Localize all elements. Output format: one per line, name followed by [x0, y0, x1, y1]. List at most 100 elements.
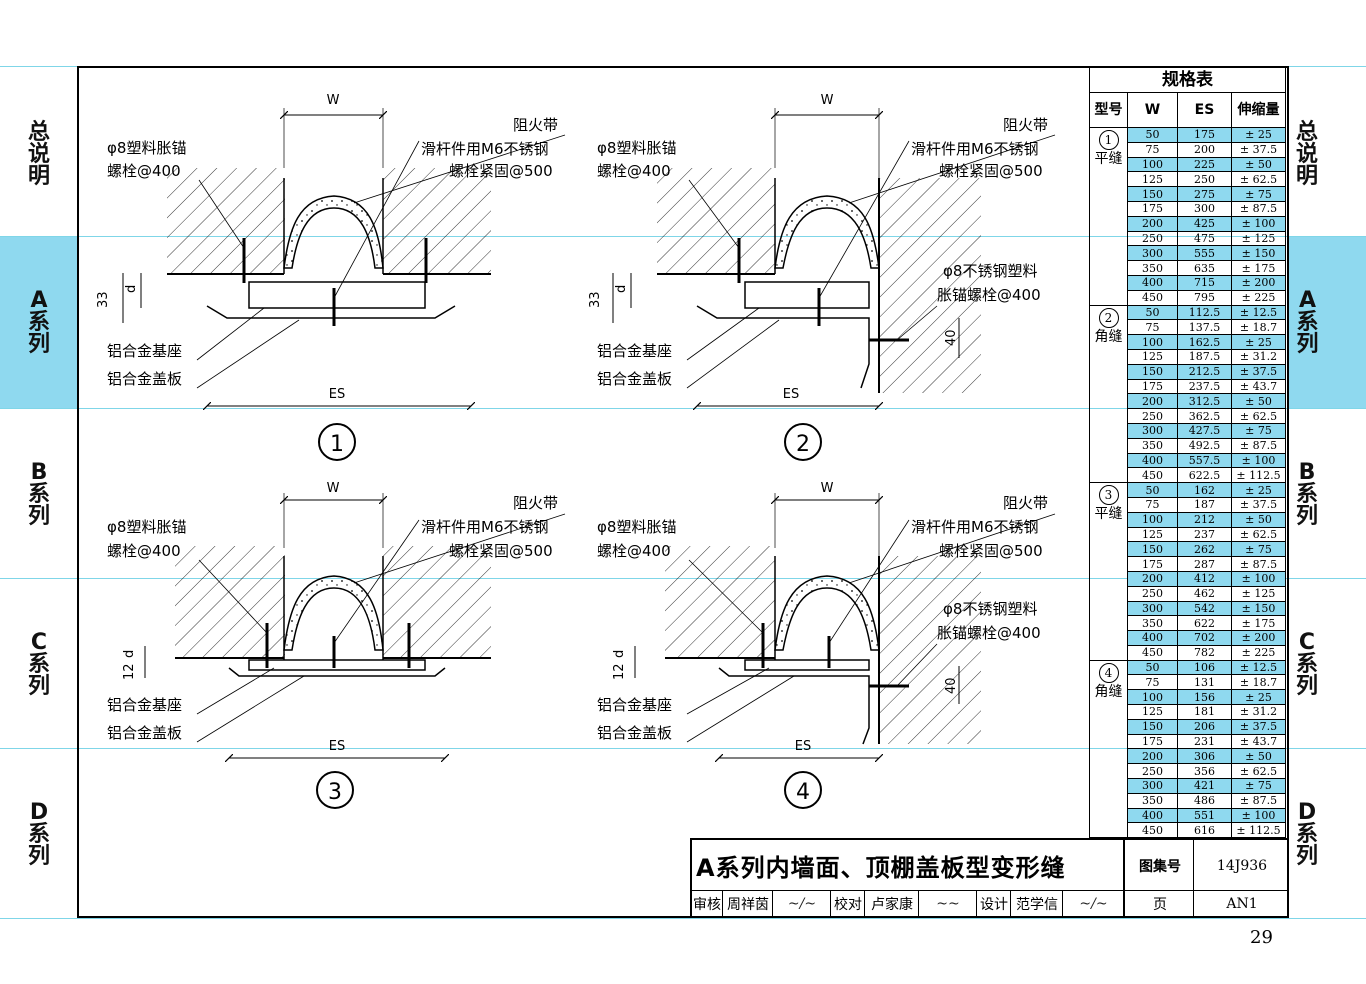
cell-expansion: ± 100 [1231, 215, 1286, 232]
cell-w: 100 [1127, 511, 1178, 528]
leader-line [828, 519, 910, 644]
cell-w: 75 [1127, 319, 1178, 336]
type-name: 平缝 [1094, 151, 1123, 167]
dim-33: 33 [588, 291, 603, 308]
side-tab-label: C系列 [1295, 630, 1318, 699]
cell-expansion: ± 37.5 [1231, 363, 1286, 380]
cell-es: 112.5 [1177, 304, 1232, 321]
designer-signature: ~/~ [1062, 891, 1124, 917]
label-cover: 铝合金盖板 [597, 370, 672, 388]
dim-d: d [614, 285, 629, 293]
dim-w: W [327, 481, 340, 496]
side-tab-general-left[interactable]: 总说明 [0, 100, 78, 210]
cell-expansion: ± 112.5 [1231, 822, 1286, 839]
label-base: 铝合金基座 [597, 696, 672, 714]
cell-expansion: ± 12.5 [1231, 304, 1286, 321]
label-fire-strip: 阻火带 [513, 494, 558, 512]
cell-expansion: ± 25 [1231, 689, 1286, 706]
side-tab-a-series-left[interactable]: A系列 [0, 237, 78, 408]
cell-expansion: ± 50 [1231, 393, 1286, 410]
cell-expansion: ± 225 [1231, 644, 1286, 661]
cell-w: 150 [1127, 186, 1178, 202]
cover-plate [696, 305, 870, 389]
cell-expansion: ± 200 [1231, 630, 1286, 646]
cell-es: 187 [1177, 496, 1232, 513]
leader-line [198, 179, 245, 249]
detail-number: 4 [796, 780, 810, 805]
label-fire-strip: 阻火带 [1003, 116, 1048, 134]
cell-w: 250 [1127, 585, 1178, 602]
side-tab-label: D系列 [1295, 800, 1318, 869]
page-number: 29 [1250, 927, 1273, 948]
label-slider-1: 滑杆件用M6不锈钢 [421, 140, 549, 158]
cell-w: 200 [1127, 393, 1178, 410]
fire-strip-arch [283, 195, 384, 269]
signature-image: ~/~ [787, 896, 817, 912]
cell-es: 250 [1177, 171, 1232, 188]
type-number: 3 [1098, 485, 1119, 506]
detail-2: W ES 33 d 40 φ8塑料胀锚 螺栓@400 阻火带 滑杆件用M6不锈钢… [588, 93, 1056, 461]
cell-expansion: ± 50 [1231, 156, 1286, 173]
side-tab-c-series-left[interactable]: C系列 [0, 610, 78, 720]
concrete-wall-right [383, 546, 491, 658]
cell-w: 400 [1127, 274, 1178, 291]
cell-w: 450 [1127, 289, 1178, 306]
side-tab-a-series-right[interactable]: A系列 [1289, 237, 1366, 408]
cell-expansion: ± 75 [1231, 778, 1286, 794]
cell-expansion: ± 100 [1231, 570, 1286, 587]
dim-12: 12 [122, 663, 137, 680]
cell-w: 200 [1127, 215, 1178, 232]
side-tab-d-series-right[interactable]: D系列 [1289, 780, 1325, 890]
leader-line [688, 179, 740, 249]
cell-w: 450 [1127, 644, 1178, 661]
side-tab-label: D系列 [27, 800, 50, 869]
spec-table-title: 规格表 [1089, 68, 1286, 93]
dim-w: W [821, 481, 834, 496]
cell-expansion: ± 225 [1231, 289, 1286, 306]
cell-w: 350 [1127, 792, 1178, 809]
cell-es: 702 [1177, 630, 1232, 646]
leader-line [686, 307, 760, 361]
label-slider-2: 螺栓紧固@500 [449, 162, 553, 180]
check-label: 校对 [830, 891, 865, 917]
atlas-label: 图集号 [1123, 840, 1195, 892]
reviewer-name: 周祥茵 [722, 891, 773, 917]
cell-es: 181 [1177, 704, 1232, 720]
atlas-number: 14J936 [1193, 840, 1290, 892]
cell-es: 131 [1177, 674, 1232, 691]
side-tab-general-right[interactable]: 总说明 [1289, 100, 1325, 210]
cell-w: 50 [1127, 304, 1178, 321]
cell-es: 622.5 [1177, 467, 1232, 484]
dim-es: ES [329, 739, 345, 754]
leader-line [818, 140, 910, 299]
cell-es: 162 [1177, 482, 1232, 498]
header-es: ES [1177, 92, 1232, 128]
cell-expansion: ± 75 [1231, 541, 1286, 558]
label-anchor-bolt-1: φ8塑料胀锚 [107, 518, 186, 536]
cell-w: 250 [1127, 763, 1178, 780]
leader-line [353, 513, 566, 584]
side-tab-c-series-right[interactable]: C系列 [1289, 610, 1325, 720]
label-anchor-bolt-2: 螺栓@400 [107, 542, 181, 560]
drawing-frame [77, 66, 1289, 918]
side-tab-d-series-left[interactable]: D系列 [0, 780, 78, 890]
cell-expansion: ± 87.5 [1231, 437, 1286, 454]
cell-es: 412 [1177, 570, 1232, 587]
leader-line [688, 559, 764, 634]
review-label: 审核 [693, 897, 721, 913]
cell-w: 50 [1127, 482, 1178, 498]
side-tab-b-series-right[interactable]: B系列 [1289, 440, 1325, 550]
side-tab-b-series-left[interactable]: B系列 [0, 440, 78, 550]
label-ss-bolt-2: 胀锚螺栓@400 [937, 624, 1041, 642]
detail-number-circle [316, 771, 354, 809]
cell-w: 100 [1127, 334, 1178, 350]
cell-expansion: ± 43.7 [1231, 733, 1286, 750]
base-plate [248, 281, 426, 309]
cell-es: 200 [1177, 141, 1232, 158]
